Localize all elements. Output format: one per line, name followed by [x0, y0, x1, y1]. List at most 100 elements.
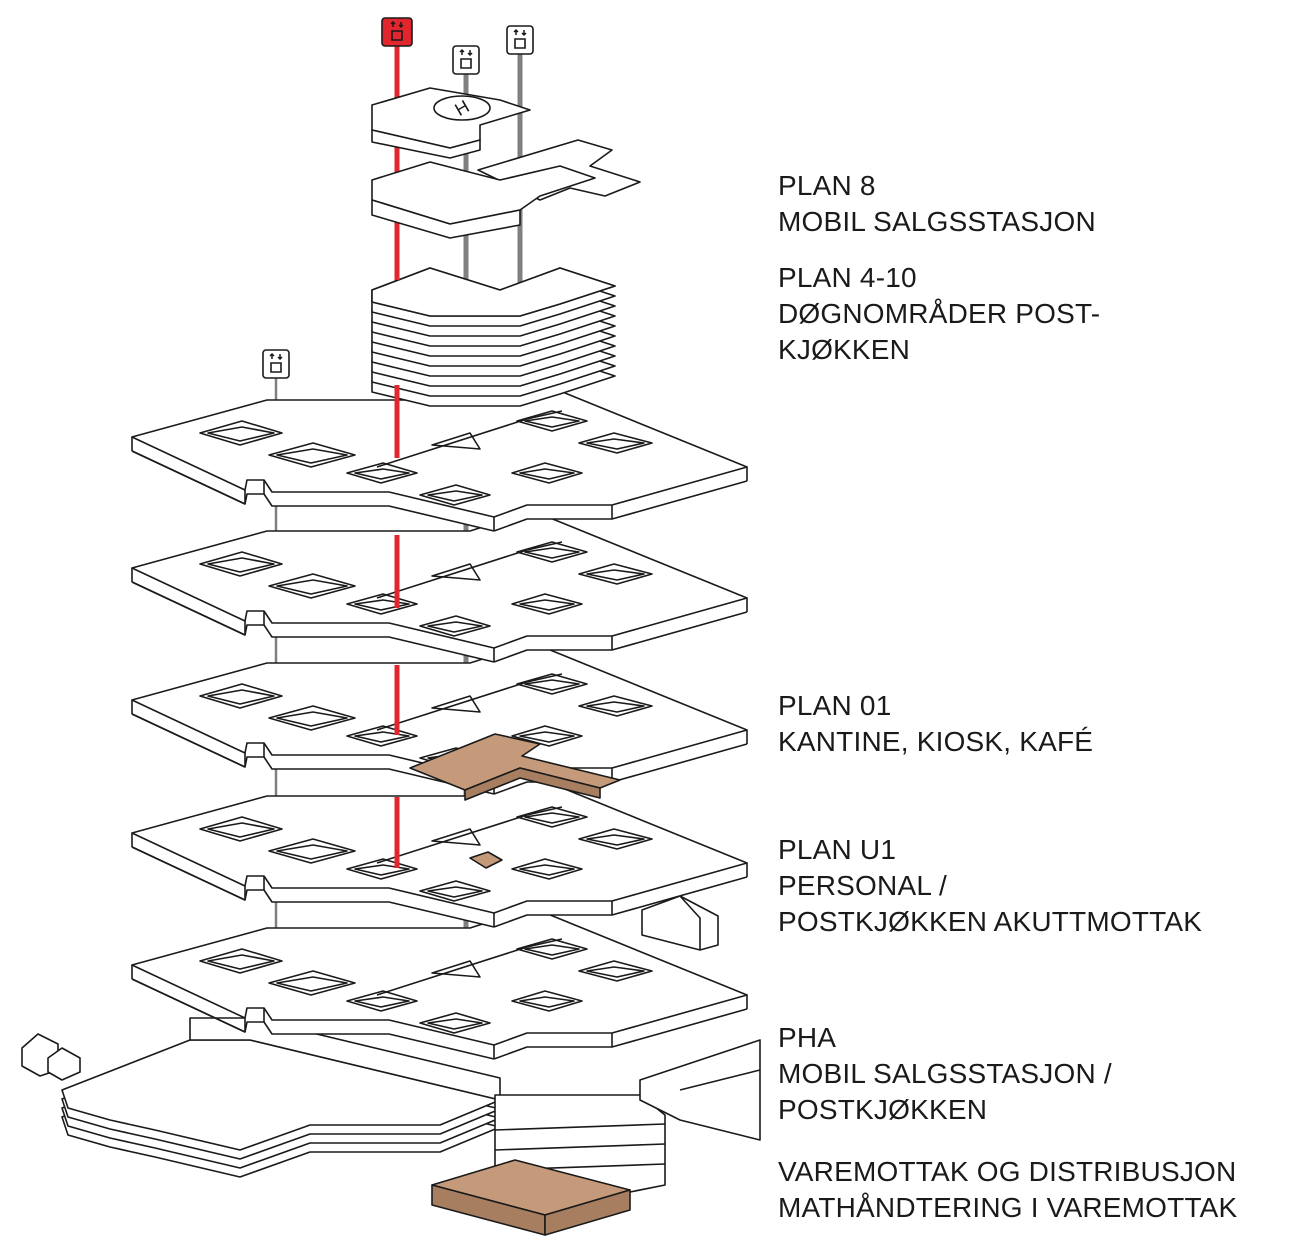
atrium-opening: [419, 484, 491, 506]
atrium-inner: [519, 864, 575, 876]
label-line: PLAN 8: [778, 170, 876, 201]
atrium-opening: [511, 858, 583, 880]
partition-line: [376, 541, 563, 599]
label-line: PLAN 4-10: [778, 262, 917, 293]
label-line: PERSONAL /: [778, 870, 948, 901]
atrium-inner: [524, 679, 580, 691]
ward-stack: [371, 267, 616, 407]
atrium-opening: [578, 563, 653, 585]
slab-edge: [131, 581, 246, 636]
label-line: MATHÅNDTERING I VAREMOTTAK: [778, 1192, 1238, 1223]
atrium-inner: [207, 426, 275, 442]
atrium-inner: [427, 621, 483, 633]
houses: [21, 895, 761, 1141]
atrium-opening: [511, 462, 583, 484]
roof-helipad: [371, 87, 531, 159]
atrium-inner: [207, 689, 275, 705]
atrium-opening: [268, 442, 356, 468]
slab-edge: [131, 978, 246, 1033]
slab-edge: [493, 611, 748, 663]
pha-line: [679, 1069, 761, 1091]
atrium-opening: [578, 432, 653, 454]
partition-line: [376, 673, 563, 731]
partition-line: [376, 410, 563, 468]
floor-slab-plan-02: [131, 510, 748, 663]
atrium-inner: [519, 468, 575, 480]
slab-edge: [131, 450, 246, 505]
helipad-circle: [433, 95, 491, 121]
staff-highlight: [469, 851, 503, 869]
atrium-inner: [586, 966, 645, 978]
label-varemottak: VAREMOTTAK OG DISTRIBUSJON MATHÅNDTERING…: [778, 1154, 1237, 1226]
ward-top: [371, 267, 616, 317]
label-plan-4-10: PLAN 4-10 DØGNOMRÅDER POST- KJØKKEN: [778, 260, 1100, 368]
label-line: POSTKJØKKEN AKUTTMOTTAK: [778, 906, 1203, 937]
atrium-opening: [578, 828, 653, 850]
slab-edge: [493, 480, 748, 532]
atrium-inner: [354, 731, 410, 743]
atrium-opening: [516, 806, 588, 828]
atrium-opening: [516, 938, 588, 960]
atrium-inner: [524, 547, 580, 559]
atrium-opening: [578, 960, 653, 982]
pha-building: [639, 1039, 761, 1141]
atrium-inner: [519, 731, 575, 743]
atrium-inner: [276, 448, 348, 464]
label-pha: PHA MOBIL SALGSSTASJON / POSTKJØKKEN: [778, 1020, 1112, 1128]
label-line: MOBIL SALGSSTASJON /: [778, 1058, 1112, 1089]
atrium-inner: [276, 844, 348, 860]
goods-reception-side: [544, 1189, 631, 1236]
atrium-inner: [276, 711, 348, 727]
atrium-opening: [346, 990, 418, 1012]
label-line: VAREMOTTAK OG DISTRIBUSJON: [778, 1156, 1237, 1187]
atrium-opening: [578, 695, 653, 717]
atrium-inner: [427, 1018, 483, 1030]
atrium-inner: [207, 822, 275, 838]
atrium-inner: [354, 996, 410, 1008]
label-plan-01: PLAN 01 KANTINE, KIOSK, KAFÉ: [778, 688, 1093, 760]
atrium-inner: [586, 569, 645, 581]
atrium-inner: [524, 416, 580, 428]
floor-slab-plan-u2: [131, 907, 748, 1060]
atrium-inner: [586, 701, 645, 713]
label-line: PLAN 01: [778, 690, 892, 721]
canteen-highlight-side: [464, 767, 601, 801]
floor-slab-plan-u1: [131, 775, 748, 928]
atrium-opening: [199, 948, 283, 974]
slab-edge: [493, 1008, 748, 1060]
elevator-icon: [452, 45, 480, 75]
atrium-opening: [268, 705, 356, 731]
slab-top: [131, 907, 748, 1046]
atrium-opening: [419, 880, 491, 902]
atrium-opening: [419, 1012, 491, 1034]
elevator-icon: [506, 25, 534, 55]
atrium-opening: [268, 838, 356, 864]
atrium-inner: [586, 834, 645, 846]
house-ridge: [679, 895, 701, 950]
label-line: KJØKKEN: [778, 334, 911, 365]
atrium-opening: [199, 551, 283, 577]
atrium-inner: [427, 490, 483, 502]
site-volume: [61, 1017, 666, 1236]
elevator-icon-red: [381, 17, 413, 47]
atrium-opening: [516, 410, 588, 432]
atrium-opening: [419, 615, 491, 637]
partition-line: [376, 806, 563, 864]
atrium-inner: [519, 996, 575, 1008]
label-plan-8: PLAN 8 MOBIL SALGSSTASJON: [778, 168, 1096, 240]
site-layer-line: [494, 1123, 666, 1131]
plan8-slab-side: [371, 199, 521, 239]
atrium-inner: [354, 599, 410, 611]
atrium-opening: [346, 462, 418, 484]
plan-8-slabs: [371, 139, 641, 239]
atrium-inner: [586, 438, 645, 450]
label-line: KANTINE, KIOSK, KAFÉ: [778, 726, 1094, 757]
atrium-inner: [276, 976, 348, 992]
atrium-inner: [207, 557, 275, 573]
atrium-inner: [524, 944, 580, 956]
atrium-opening: [511, 990, 583, 1012]
site-layer-line: [494, 1143, 666, 1151]
elevator-icon-lower: [262, 349, 290, 379]
atrium-opening: [199, 816, 283, 842]
